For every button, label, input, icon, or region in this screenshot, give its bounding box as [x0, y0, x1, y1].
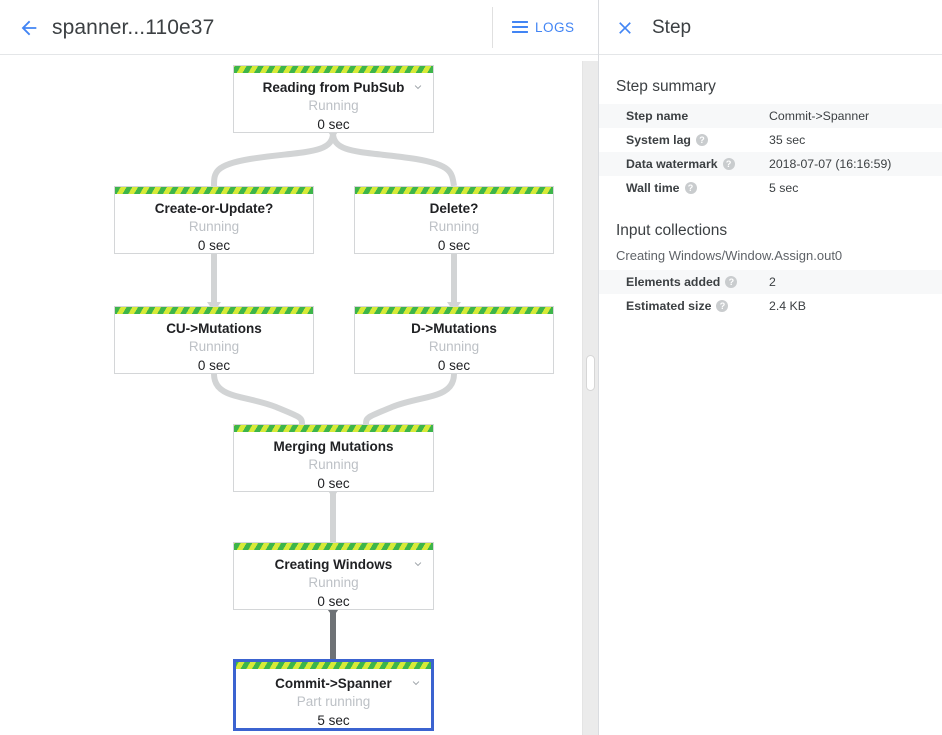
step-summary-row: System lag?35 sec	[599, 128, 942, 152]
input-collection-key: Estimated size?	[599, 294, 769, 318]
help-icon[interactable]: ?	[725, 275, 738, 288]
graph-edges	[207, 129, 461, 659]
pane-divider	[598, 0, 599, 735]
graph-node-delete[interactable]: Delete? Running 0 sec	[354, 186, 554, 254]
node-name: CU->Mutations	[166, 321, 262, 336]
node-status-stripe	[234, 66, 433, 73]
node-status-stripe	[234, 543, 433, 550]
node-status-stripe	[234, 425, 433, 432]
arrow-back-icon[interactable]	[10, 9, 48, 47]
node-time: 0 sec	[197, 358, 231, 373]
step-summary-row: Step name Commit->Spanner	[599, 104, 942, 128]
node-name: Reading from PubSub	[262, 80, 405, 95]
step-summary-value: Commit->Spanner	[769, 109, 870, 123]
step-summary-key: Data watermark?	[599, 152, 769, 176]
chevron-down-icon[interactable]	[411, 557, 425, 571]
node-status: Running	[188, 339, 240, 354]
node-status: Running	[308, 575, 359, 590]
help-icon[interactable]: ?	[695, 133, 708, 146]
logs-button[interactable]: LOGS	[508, 12, 579, 42]
input-collections-heading: Input collections	[616, 222, 728, 239]
node-status: Running	[188, 219, 240, 234]
node-time: 0 sec	[317, 476, 350, 491]
node-status: Part running	[296, 694, 371, 709]
node-status: Running	[308, 98, 359, 113]
toolbar-divider	[492, 7, 493, 48]
step-panel-title: Step	[652, 17, 692, 38]
node-name: Create-or-Update?	[154, 201, 274, 216]
node-time: 0 sec	[197, 238, 231, 253]
node-status: Running	[428, 339, 480, 354]
help-icon[interactable]: ?	[684, 181, 697, 194]
node-status-stripe	[355, 187, 553, 194]
node-name: Commit->Spanner	[275, 676, 392, 691]
step-summary-row: Data watermark?2018-07-07 (16:16:59)	[599, 152, 942, 176]
node-status-stripe	[115, 187, 313, 194]
chevron-down-icon[interactable]	[411, 80, 425, 94]
scrollbar-thumb[interactable]	[586, 355, 595, 391]
node-status-stripe	[236, 662, 431, 669]
step-summary-row: Wall time?5 sec	[599, 176, 942, 200]
close-icon[interactable]	[607, 10, 643, 46]
input-collection-row: Estimated size?2.4 KB	[599, 294, 942, 318]
chevron-down-icon[interactable]	[409, 676, 423, 690]
step-panel-header: Step	[599, 0, 942, 55]
step-summary-heading: Step summary	[616, 78, 716, 95]
step-summary-value: 35 sec	[769, 133, 806, 147]
top-toolbar: spanner...110e37 LOGS	[0, 0, 598, 55]
node-status: Running	[428, 219, 480, 234]
step-summary-key: Wall time?	[599, 176, 769, 200]
node-time: 5 sec	[317, 713, 350, 728]
step-summary-value: 2018-07-07 (16:16:59)	[769, 157, 892, 171]
help-icon[interactable]: ?	[722, 157, 735, 170]
node-time: 0 sec	[437, 358, 471, 373]
input-collection-name: Creating Windows/Window.Assign.out0	[616, 248, 843, 263]
help-icon[interactable]: ?	[716, 299, 729, 312]
step-summary-key: Step name	[626, 109, 689, 123]
job-graph-pane: spanner...110e37 LOGS	[0, 0, 598, 735]
node-time: 0 sec	[437, 238, 471, 253]
node-body: Delete? Running 0 sec	[355, 187, 553, 255]
step-summary-value: 5 sec	[769, 181, 799, 195]
node-status: Running	[308, 457, 359, 472]
graph-node-create-or-update[interactable]: Create-or-Update? Running 0 sec	[114, 186, 314, 254]
node-name: D->Mutations	[411, 321, 497, 336]
input-collection-row: Elements added?2	[599, 270, 942, 294]
graph-vertical-scrollbar[interactable]	[582, 61, 598, 735]
node-time: 0 sec	[317, 117, 350, 132]
step-summary-key: System lag?	[599, 128, 769, 152]
node-status-stripe	[355, 307, 553, 314]
hamburger-icon	[512, 20, 528, 34]
node-time: 0 sec	[317, 594, 350, 609]
node-name: Merging Mutations	[273, 439, 394, 454]
node-name: Delete?	[429, 201, 479, 216]
node-body: Create-or-Update? Running 0 sec	[115, 187, 313, 255]
input-collection-key: Elements added?	[599, 270, 769, 294]
node-status-stripe	[115, 307, 313, 314]
input-collection-value: 2.4 KB	[769, 299, 806, 313]
step-details-pane: Step Step summary Step name Commit->Spann…	[599, 0, 942, 735]
input-collection-value: 2	[769, 275, 776, 289]
node-name: Creating Windows	[274, 557, 393, 572]
logs-button-label: LOGS	[535, 19, 575, 35]
page-title: spanner...110e37	[52, 16, 215, 39]
